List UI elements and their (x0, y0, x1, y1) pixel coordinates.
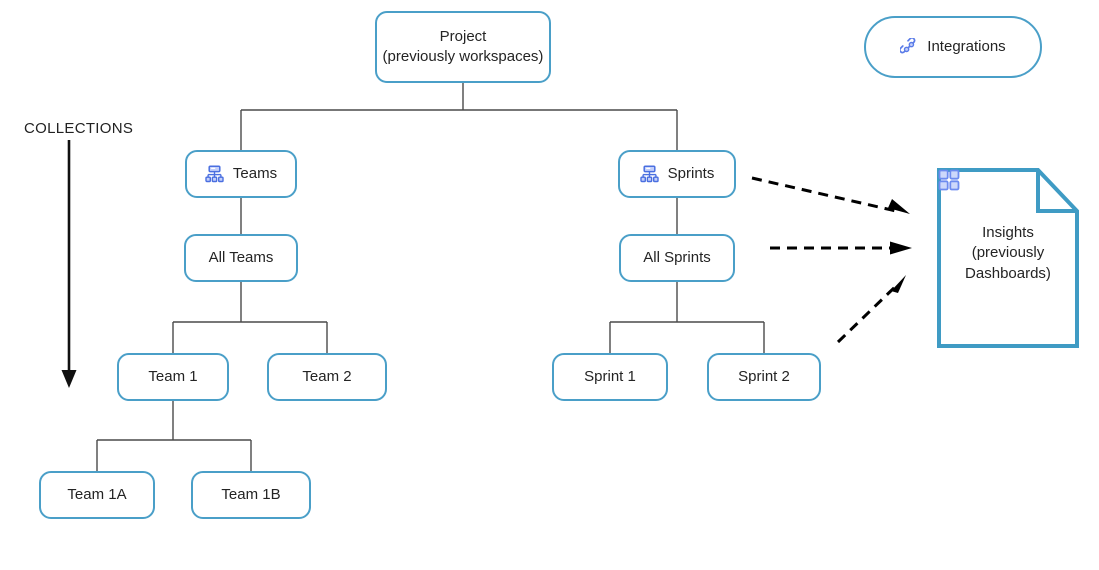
node-team-1-label: Team 1 (148, 367, 198, 385)
node-teams[interactable]: Teams (185, 150, 297, 198)
node-insights[interactable]: Insights (previously Dashboards) (937, 168, 1079, 348)
node-all-sprints-label: All Sprints (643, 248, 711, 266)
node-integrations[interactable]: Integrations (864, 16, 1042, 78)
document-shape (937, 168, 1079, 348)
node-insights-label: Insights (previously Dashboards) (965, 224, 1051, 282)
node-team-1[interactable]: Team 1 (117, 353, 229, 401)
org-chart-icon (205, 164, 224, 184)
node-team-1b-label: Team 1B (221, 485, 281, 503)
node-all-teams-label: All Teams (208, 248, 274, 266)
node-all-teams[interactable]: All Teams (184, 234, 298, 282)
chain-link-icon (900, 38, 918, 56)
dashed-arrow-sprints-to-insights (751, 176, 897, 213)
node-project-label: Project (previously workspaces) (382, 27, 544, 65)
dashed-arrow-sprint-children-to-insights (836, 283, 899, 344)
node-sprint-2[interactable]: Sprint 2 (707, 353, 821, 401)
node-team-2[interactable]: Team 2 (267, 353, 387, 401)
node-sprints-label: Sprints (667, 164, 715, 182)
node-sprint-2-label: Sprint 2 (738, 367, 790, 385)
node-sprint-1[interactable]: Sprint 1 (552, 353, 668, 401)
node-integrations-label: Integrations (927, 37, 1006, 55)
node-team-1b[interactable]: Team 1B (191, 471, 311, 519)
collections-label: COLLECTIONS (24, 120, 134, 137)
collections-arrow (61, 140, 77, 388)
node-sprint-1-label: Sprint 1 (584, 367, 636, 385)
node-team-1a-label: Team 1A (67, 485, 127, 503)
org-chart-icon (639, 164, 659, 184)
node-sprints[interactable]: Sprints (618, 150, 736, 198)
node-project[interactable]: Project (previously workspaces) (375, 11, 551, 83)
node-all-sprints[interactable]: All Sprints (619, 234, 735, 282)
node-teams-label: Teams (232, 164, 278, 182)
node-team-1a[interactable]: Team 1A (39, 471, 155, 519)
node-team-2-label: Team 2 (302, 367, 352, 385)
